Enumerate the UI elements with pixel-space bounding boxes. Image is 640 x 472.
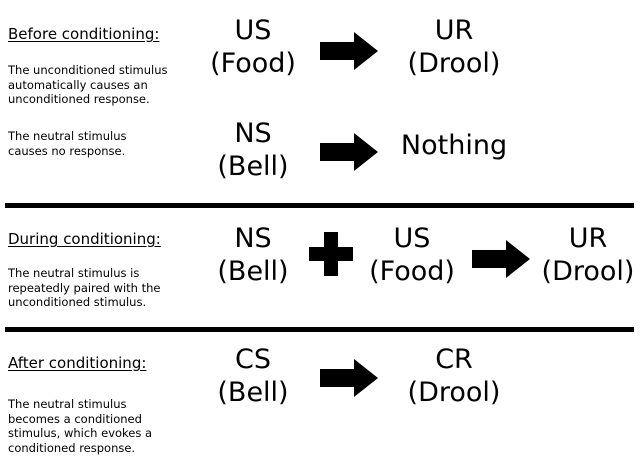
arrow-right-icon (320, 359, 378, 397)
during-description: The neutral stimulus is repeatedly paire… (8, 266, 161, 309)
term-abbrev: US (393, 223, 431, 254)
during-ns-term: NS (Bell) (217, 222, 288, 288)
before-ur-term: UR (Drool) (408, 14, 501, 80)
term-label: (Drool) (407, 377, 501, 408)
before-ns-term: NS (Bell) (217, 117, 288, 183)
term-abbrev: Nothing (400, 130, 508, 161)
during-ur-term: UR (Drool) (542, 222, 635, 288)
term-label: (Drool) (541, 256, 635, 287)
before-neutral-description: The neutral stimulus causes no response. (8, 129, 127, 158)
term-label: (Bell) (217, 151, 289, 182)
before-unconditioned-description: The unconditioned stimulus automatically… (8, 63, 168, 106)
term-label: (Drool) (407, 48, 501, 79)
term-label: (Food) (210, 48, 296, 79)
term-abbrev: NS (234, 118, 272, 149)
term-abbrev: UR (568, 223, 608, 254)
term-abbrev: NS (234, 223, 272, 254)
term-abbrev: US (234, 15, 272, 46)
during-heading: During conditioning: (8, 230, 161, 248)
arrow-right-icon (320, 133, 378, 171)
after-cr-term: CR (Drool) (408, 343, 501, 409)
section-divider (5, 327, 634, 332)
term-label: (Food) (369, 256, 455, 287)
before-us-term: US (Food) (210, 14, 296, 80)
term-label: (Bell) (217, 256, 289, 287)
term-abbrev: UR (434, 15, 474, 46)
section-divider (5, 203, 634, 208)
term-label: (Bell) (217, 377, 289, 408)
arrow-right-icon (472, 240, 530, 278)
term-abbrev: CS (235, 344, 271, 375)
before-nothing-term: Nothing (401, 129, 507, 162)
after-description: The neutral stimulus becomes a condition… (8, 397, 153, 455)
after-heading: After conditioning: (8, 354, 147, 372)
plus-icon (309, 232, 353, 276)
after-cs-term: CS (Bell) (217, 343, 288, 409)
term-abbrev: CR (435, 344, 473, 375)
before-heading: Before conditioning: (8, 25, 160, 43)
during-us-term: US (Food) (369, 222, 455, 288)
arrow-right-icon (320, 32, 378, 70)
